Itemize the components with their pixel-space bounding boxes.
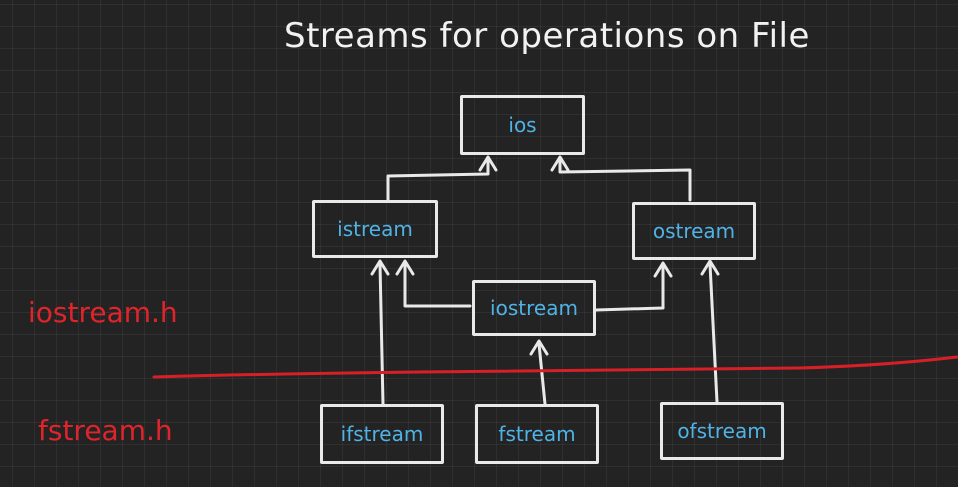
edge-fstream-to-iostream bbox=[537, 342, 547, 406]
arrowhead-ostream-from-iostream bbox=[653, 261, 673, 278]
header-divider-line bbox=[152, 355, 958, 379]
arrowhead-ios-right bbox=[550, 155, 570, 172]
node-ios-label: ios bbox=[508, 113, 537, 137]
node-ifstream-label: ifstream bbox=[340, 422, 424, 446]
arrowhead-ostream-from-ofstream bbox=[700, 259, 720, 276]
arrowhead-iostream-from-fstream bbox=[529, 339, 549, 356]
header-label-fstream-h: fstream.h bbox=[38, 414, 173, 447]
node-ofstream: ofstream bbox=[660, 402, 784, 460]
node-iostream: iostream bbox=[472, 280, 596, 336]
arrowhead-istream-from-ifstream bbox=[370, 259, 390, 276]
node-iostream-label: iostream bbox=[490, 296, 578, 320]
node-ostream: ostream bbox=[632, 202, 756, 260]
edge-ofstream-to-ostream bbox=[708, 262, 719, 404]
edge-ifstream-to-istream bbox=[378, 262, 385, 406]
edge-iostream-to-istream bbox=[403, 262, 472, 308]
edge-iostream-to-ostream bbox=[594, 264, 665, 312]
edge-istream-to-ios bbox=[386, 158, 490, 202]
node-ofstream-label: ofstream bbox=[677, 419, 767, 443]
node-fstream-label: fstream bbox=[498, 422, 576, 446]
edge-ostream-to-ios bbox=[558, 158, 692, 202]
node-ios: ios bbox=[460, 95, 585, 155]
node-fstream: fstream bbox=[475, 404, 599, 464]
node-ifstream: ifstream bbox=[320, 404, 444, 464]
diagram-title: Streams for operations on File bbox=[284, 16, 810, 56]
node-istream: istream bbox=[312, 200, 438, 258]
node-ostream-label: ostream bbox=[652, 219, 736, 243]
header-label-iostream-h: iostream.h bbox=[28, 296, 178, 329]
arrowhead-istream-from-iostream bbox=[395, 259, 415, 276]
node-istream-label: istream bbox=[337, 217, 413, 241]
arrowhead-ios-left bbox=[478, 155, 498, 172]
